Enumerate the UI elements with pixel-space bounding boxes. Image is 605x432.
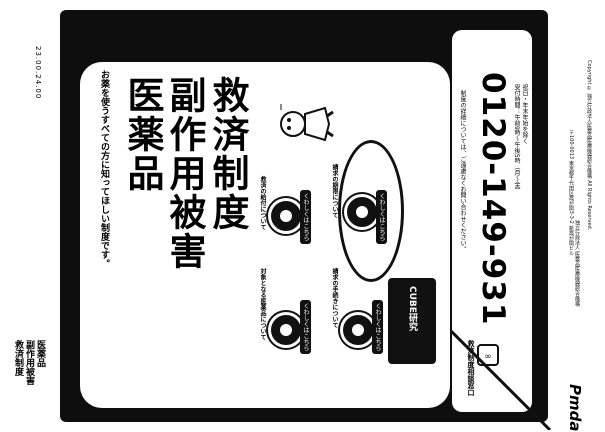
circle-icon — [268, 198, 304, 234]
figure-badge-3[interactable]: くわしくはこちら — [372, 300, 383, 354]
circle-icon — [340, 312, 376, 348]
pmda-logo: Pmda — [566, 384, 584, 432]
title-line1: 医薬品 — [121, 76, 164, 193]
footer-copyright: Copyright © 独立行政法人医薬品医療機器総合機構 All Rights… — [586, 60, 592, 231]
highlight-ellipse — [338, 140, 404, 282]
title-line2: 副作用被害 — [163, 76, 206, 271]
header-text: お薬を使うすべての方に知ってほしい制度です。 — [99, 70, 109, 268]
figure-badge-1[interactable]: くわしくはこちら — [300, 300, 311, 354]
figure-label-1: 対象となる医薬品について — [259, 268, 266, 340]
cu-bar-text: CUBE研究 — [407, 286, 417, 331]
figure-label-4: 請求の期限について — [331, 164, 338, 218]
phone-icon: ∞ — [477, 344, 499, 366]
side-code: 23.00.24.00 — [34, 46, 42, 100]
figure-label-3: 請求の手続きについて — [331, 268, 338, 328]
figure-label-2: 救済の給付について — [259, 176, 266, 230]
footer-org: 独立行政法人 医薬品医療機器総合機構 — [574, 220, 580, 307]
side-label-line3: 救済制度 — [13, 340, 23, 376]
side-label-line2: 副作用被害 — [24, 340, 34, 385]
cu-bar — [388, 278, 436, 364]
title-line3: 救済制度 — [206, 76, 249, 232]
side-label-line1: 医薬品 — [35, 340, 45, 367]
phone-number[interactable]: 0120-149-931 — [475, 72, 511, 326]
phone-note: 祝日・年末年始を除く — [521, 84, 528, 144]
phone-side-label: 救済制度相談窓口 — [467, 340, 475, 396]
phone-intro: 制度の詳細については、ご遠慮なくお問い合わせください。 — [459, 90, 466, 252]
figure-badge-2[interactable]: くわしくはこちら — [300, 190, 311, 244]
circle-icon — [268, 312, 304, 348]
person-icon — [280, 104, 334, 142]
side-label: 医薬品 副作用被害 救済制度 — [12, 340, 45, 385]
pointer-arrow-icon — [450, 330, 552, 430]
phone-hours: 受付時間：午前9時〜午後5時（月〜金） — [513, 84, 520, 194]
footer-address: 〒100-0013 東京都千代田区霞が関3-3-2 新霞が関ビル — [568, 130, 574, 256]
svg-text:∞: ∞ — [484, 352, 492, 362]
phone-strip — [452, 30, 532, 412]
